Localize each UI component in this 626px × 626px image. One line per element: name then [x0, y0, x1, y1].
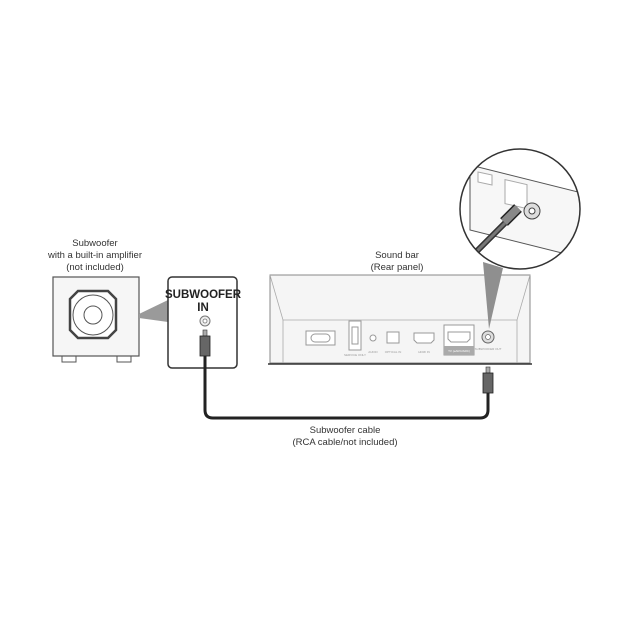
optical-port-label: OPTICAL IN	[385, 350, 402, 354]
subwoofer-label-line2: with a built-in amplifier	[47, 250, 142, 261]
subwoofer-label: Subwoofer with a built-in amplifier (not…	[47, 238, 142, 273]
service-port-label: SERVICE ONLY	[344, 353, 366, 357]
zoom-callout-wedge	[483, 262, 503, 329]
hdmi-in-port	[413, 332, 435, 344]
soundbar-rear-panel: SERVICE ONLY AUDIO OPTICAL IN HDMI IN TV…	[268, 274, 532, 365]
subwoofer-in-panel: SUBWOOFER IN	[165, 276, 242, 369]
subwoofer-in-label-line2: IN	[197, 302, 209, 314]
optical-port	[386, 331, 400, 344]
audio-port-label: AUDIO	[368, 350, 378, 354]
cable-label-line1: Subwoofer cable	[310, 425, 381, 436]
rca-cable	[199, 329, 494, 420]
soundbar-label-line2: (Rear panel)	[371, 262, 424, 273]
cable-label-line2: (RCA cable/not included)	[292, 437, 397, 448]
subwoofer-label-line1: Subwoofer	[72, 238, 117, 249]
hdmi-in-label: HDMI IN	[418, 350, 430, 354]
power-inlet	[305, 330, 336, 346]
subwoofer-illustration	[52, 276, 140, 363]
hdmi-arc-label: TV (eARC/ARC)	[448, 349, 470, 353]
subwoofer-in-label-line1: SUBWOOFER	[165, 289, 242, 301]
callout-wedge	[139, 300, 168, 322]
soundbar-label-line1: Sound bar	[375, 250, 419, 261]
hdmi-arc-port	[447, 331, 471, 343]
subwoofer-label-line3: (not included)	[66, 262, 124, 273]
zoom-detail-circle	[459, 148, 581, 270]
service-port	[348, 320, 362, 351]
subwoofer-out-label: SUBWOOFER OUT	[475, 347, 502, 351]
audio-port	[369, 334, 377, 342]
